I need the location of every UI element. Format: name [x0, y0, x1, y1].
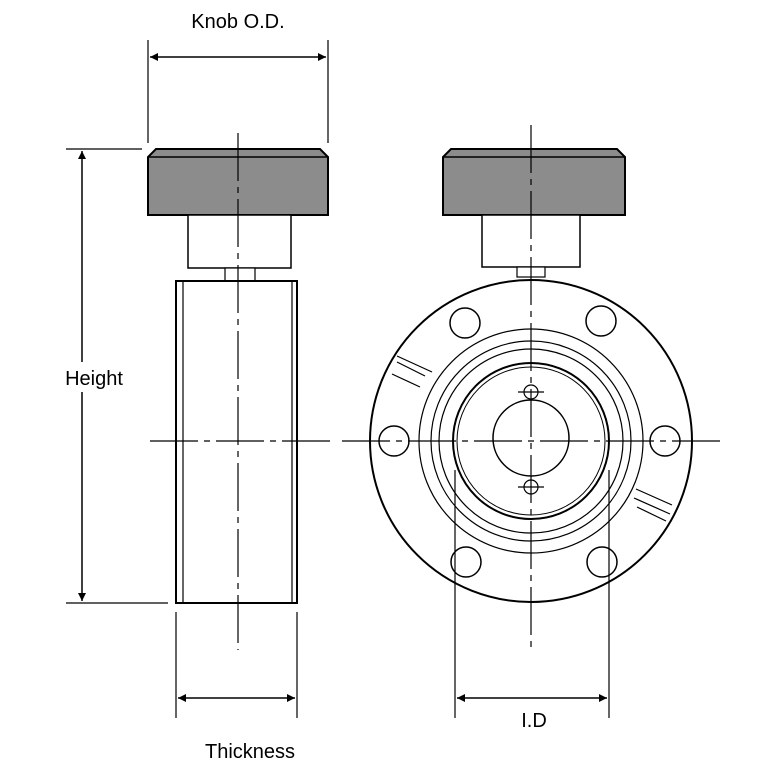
side-view — [147, 148, 329, 604]
thickness-label: Thickness — [205, 741, 295, 763]
id-dimension — [454, 470, 610, 718]
bolt-hole — [586, 546, 618, 578]
front-centerlines — [342, 125, 722, 650]
bolt-hole — [450, 546, 482, 578]
bolt-hole — [449, 307, 481, 339]
side-stem — [187, 214, 292, 269]
front-knob — [442, 148, 626, 216]
knob-od-label: Knob O.D. — [191, 11, 284, 33]
id-label: I.D — [521, 710, 547, 732]
side-centerlines — [150, 133, 330, 650]
knob-od-dimension — [147, 40, 329, 143]
side-stem-neck — [224, 267, 256, 282]
height-label-bg — [50, 362, 140, 392]
height-label: Height — [65, 368, 123, 390]
side-body — [175, 280, 298, 604]
bolt-hole — [585, 305, 617, 337]
thickness-dimension — [175, 612, 298, 718]
flange-slots — [391, 355, 673, 522]
